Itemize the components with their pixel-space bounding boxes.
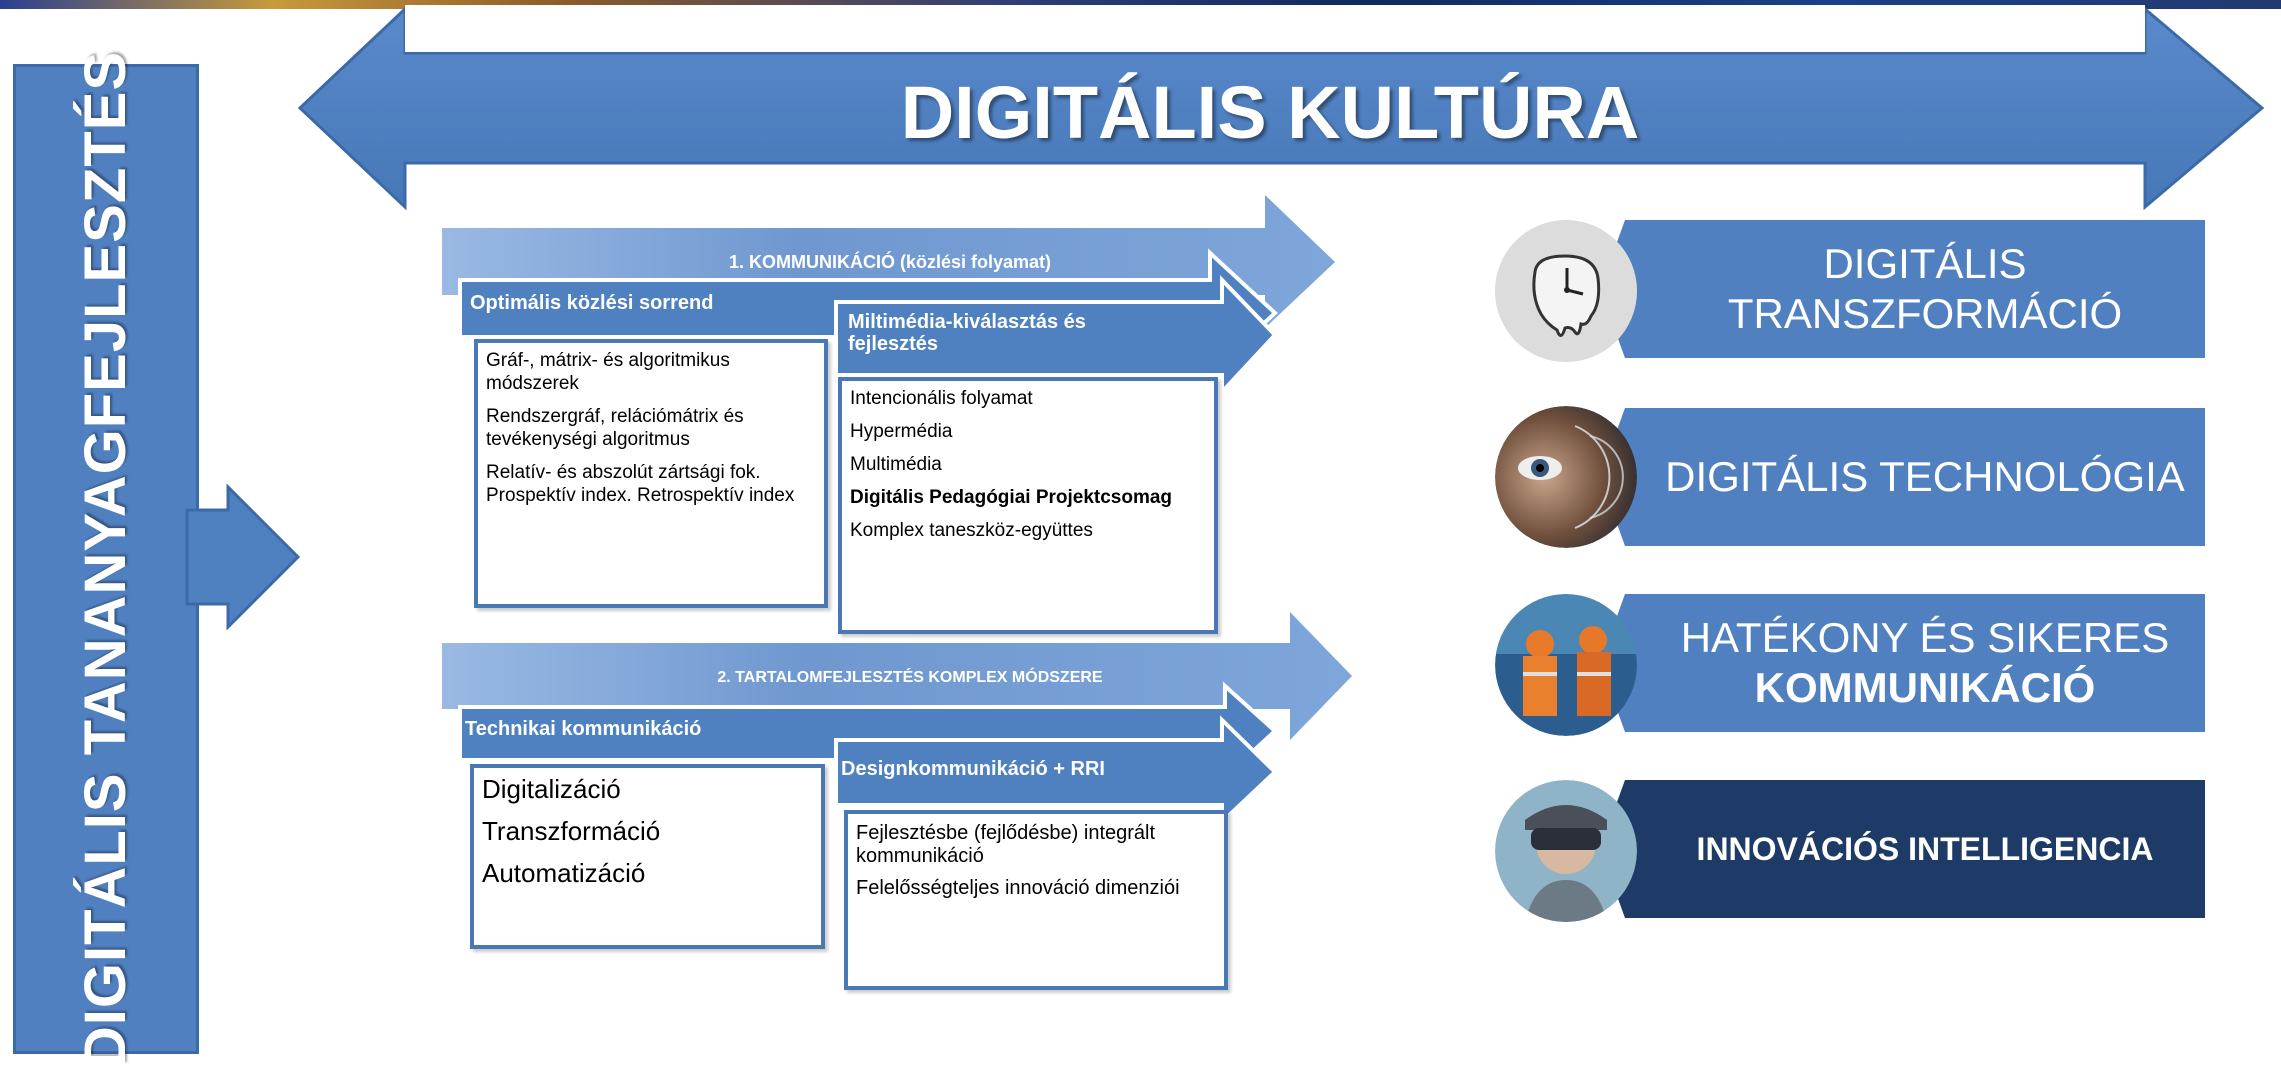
- section1-band-label: 1. KOMMUNIKÁCIÓ (közlési folyamat): [728, 252, 1052, 272]
- card2-line1: DIGITÁLIS TECHNOLÓGIA: [1665, 453, 2185, 500]
- list-item: Digitális Pedagógiai Projektcsomag: [850, 487, 1173, 508]
- card2-bar: [1600, 408, 2205, 546]
- card1-bar: [1600, 220, 2205, 358]
- card2-text: DIGITÁLIS TECHNOLÓGIA: [1640, 408, 2210, 546]
- card3-line1: HATÉKONY ÉS SIKERES: [1680, 614, 2170, 661]
- section1-diagram: [442, 195, 1352, 822]
- card1-line2: TRANSZFORMÁCIÓ: [1727, 290, 2123, 337]
- section1-left-header: Optimális közlési sorrend: [470, 292, 714, 314]
- list-item: Transzformáció: [482, 816, 661, 846]
- list-item: Intencionális folyamat: [850, 388, 1033, 409]
- section2-left-header: Technikai kommunikáció: [465, 718, 702, 740]
- list-item: Fejlesztésbe (fejlődésbe) integrált komm…: [856, 822, 1156, 867]
- list-item: Relatív- és abszolút zártsági fok. Prosp…: [486, 462, 795, 506]
- card3-bar: [1600, 594, 2205, 732]
- list-item: Gráf-, mátrix- és algoritmikus módszerek: [486, 350, 730, 394]
- card1-line1: DIGITÁLIS: [1823, 240, 2027, 287]
- list-item: Automatizáció: [482, 858, 646, 888]
- melting-clock-icon: [1495, 220, 1637, 362]
- list-item: Komplex taneszköz-együttes: [850, 520, 1093, 541]
- title-double-arrow: [297, 5, 2265, 211]
- card1-text: DIGITÁLIS TRANSZFORMÁCIÓ: [1640, 220, 2210, 358]
- section1-left-box: Gráf-, mátrix- és algoritmikus módszerek…: [474, 339, 828, 608]
- list-item: Rendszergráf, relációmátrix és tevékenys…: [486, 406, 744, 450]
- section2-left-box: Digitalizáció Transzformáció Automatizác…: [470, 764, 825, 949]
- engineers-icon: [1495, 594, 1637, 736]
- section2-band-label: 2. TARTALOMFEJLESZTÉS KOMPLEX MÓDSZERE: [717, 669, 1103, 686]
- section1-right-header: Miltimédia-kiválasztás és fejlesztés: [848, 311, 1086, 355]
- main-title: DIGITÁLIS KULTÚRA: [900, 70, 1640, 154]
- vr-headset-icon: [1495, 780, 1637, 922]
- list-item: Felelősségteljes innováció dimenziói: [856, 877, 1180, 899]
- card4-bar: [1600, 780, 2205, 918]
- top-banner-image: [0, 0, 2281, 9]
- eye-scan-icon: [1495, 406, 1637, 548]
- card4-line1: INNOVÁCIÓS INTELLIGENCIA: [1696, 831, 2154, 867]
- card4-text: INNOVÁCIÓS INTELLIGENCIA: [1640, 780, 2210, 918]
- right-pointing-arrow: [185, 483, 301, 631]
- list-item: Multimédia: [850, 454, 942, 475]
- list-item: Digitalizáció: [482, 774, 621, 804]
- section2-right-header: Designkommunikáció + RRI: [841, 758, 1105, 780]
- section2-right-box: Fejlesztésbe (fejlődésbe) integrált komm…: [844, 810, 1228, 990]
- section1-right-box: Intencionális folyamat Hypermédia Multim…: [838, 377, 1218, 634]
- card3-line2: KOMMUNIKÁCIÓ: [1754, 664, 2096, 711]
- card3-text: HATÉKONY ÉS SIKERES KOMMUNIKÁCIÓ: [1640, 594, 2210, 732]
- list-item: Hypermédia: [850, 421, 953, 442]
